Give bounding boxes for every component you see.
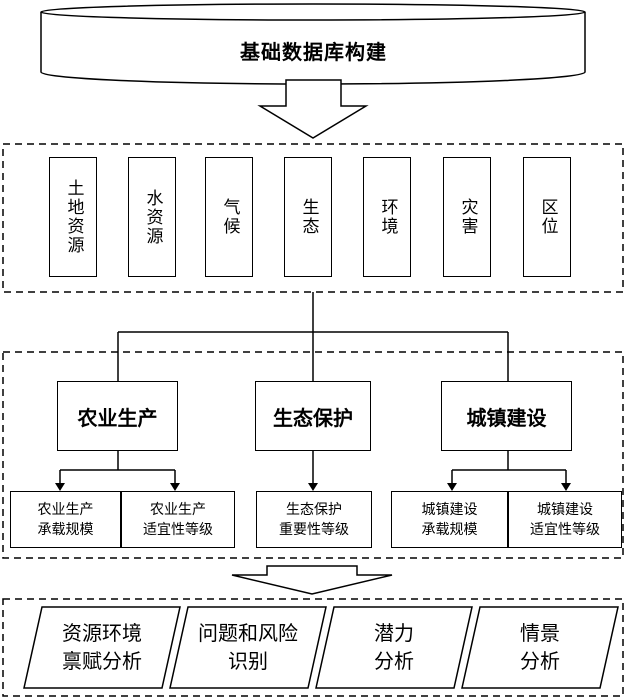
analysis-line1: 潜力 (374, 621, 414, 645)
analysis-line2: 禀赋分析 (62, 649, 142, 673)
down-arrow-2 (231, 565, 393, 595)
eval-line2: 适宜性等级 (143, 521, 213, 538)
analysis-line1: 资源环境 (62, 621, 142, 645)
eval-line2: 适宜性等级 (530, 521, 600, 538)
analysis-line2: 分析 (520, 649, 560, 673)
analysis-risk: 问题和风险识别 (170, 607, 326, 687)
analysis-line1: 问题和风险 (198, 621, 298, 645)
eval-line1: 城镇建设 (537, 501, 593, 518)
eval-line1: 城镇建设 (421, 501, 478, 518)
eval-urban-suitability: 城镇建设适宜性等级 (508, 491, 622, 548)
database-cylinder (40, 3, 586, 85)
eval-line2: 重要性等级 (279, 521, 349, 538)
category-ecology: 生态保护 (255, 381, 371, 451)
category-agriculture: 农业生产 (57, 381, 178, 451)
eval-agri-capacity: 农业生产承载规模 (10, 491, 121, 548)
category-urban: 城镇建设 (441, 381, 572, 451)
eval-urban-capacity: 城镇建设承载规模 (391, 491, 508, 548)
analysis-line1: 情景 (520, 621, 560, 645)
eval-line1: 农业生产 (150, 501, 206, 518)
analysis-potential: 潜力分析 (316, 607, 472, 687)
eval-line2: 承载规模 (37, 521, 94, 538)
eval-line2: 承载规模 (421, 521, 478, 538)
evaluation-connectors (55, 451, 571, 491)
category-connectors (117, 292, 509, 381)
resource-land: 土地资源 (49, 157, 97, 277)
resource-water: 水资源 (128, 157, 176, 277)
down-arrow-1 (257, 79, 369, 139)
resource-location: 区位 (523, 157, 571, 277)
resource-disaster: 灾害 (443, 157, 491, 277)
eval-line1: 生态保护 (286, 501, 342, 518)
analysis-shapes (23, 606, 619, 689)
analysis-endowment: 资源环境禀赋分析 (24, 607, 180, 687)
eval-agri-suitability: 农业生产适宜性等级 (121, 491, 235, 548)
eval-line1: 农业生产 (37, 501, 94, 518)
resource-ecology: 生态 (284, 157, 332, 277)
analysis-group-frame (2, 598, 624, 697)
analysis-scenario: 情景分析 (462, 607, 618, 687)
resource-environment: 环境 (363, 157, 411, 277)
database-title: 基础数据库构建 (240, 39, 387, 64)
resource-climate: 气候 (205, 157, 253, 277)
analysis-line2: 识别 (228, 649, 268, 673)
eval-eco-importance: 生态保护重要性等级 (256, 491, 372, 548)
evaluation-group-frame (2, 351, 624, 559)
analysis-line2: 分析 (374, 649, 414, 673)
